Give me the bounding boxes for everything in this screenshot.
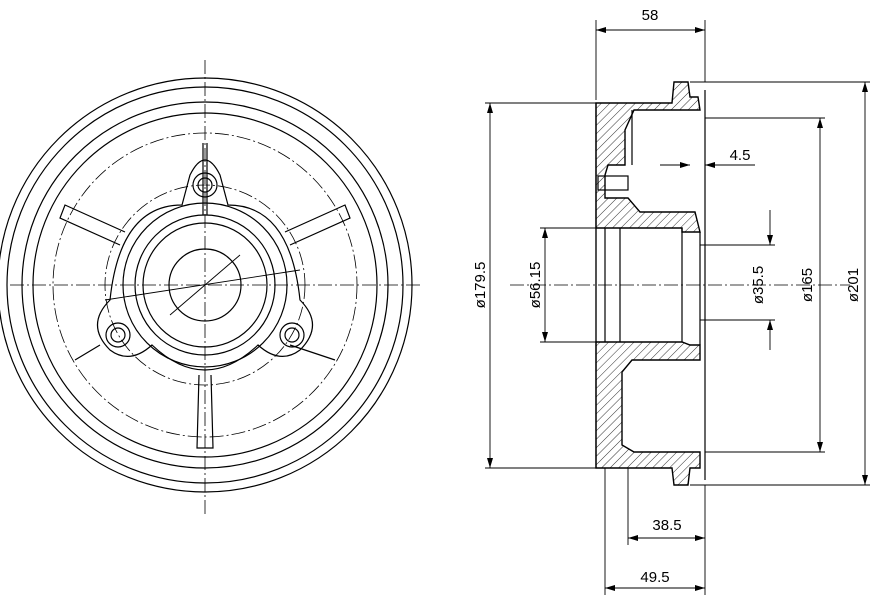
dim-depth-total: 49.5 [640,569,669,586]
dim-width-top: 58 [642,7,659,24]
rib-upper-right [284,204,351,246]
section-view [510,81,850,486]
bolt-hole-left-inner [110,327,126,343]
bolt-hole-left [105,322,131,348]
bolt-hole-right-inner [284,327,300,343]
center-bore [168,248,242,322]
dim-diameter-drum: ø179.5 [472,262,489,309]
bolt-circle [104,184,306,386]
drum-face-inner [32,112,378,458]
drum-face-outer [21,101,389,469]
dim-diameter-braking: ø165 [799,268,816,302]
rib-upper-left [59,204,126,246]
bolt-hole-top-inner [197,177,213,193]
hub-outer [122,202,288,368]
outer-rim-inner [6,86,404,484]
construction-line [104,269,301,301]
section-top [595,81,701,233]
section-bottom [595,341,701,486]
rib-lower [74,344,336,361]
dim-diameter-bore: ø56.15 [527,262,544,309]
bolt-hole-top [192,172,218,198]
front-view [0,60,422,515]
dim-diameter-overall: ø201 [845,268,862,302]
inner-dash-circle [52,132,358,438]
hub-inner [134,214,276,356]
bolt-hole-right [279,322,305,348]
groove-hole [597,175,629,191]
dim-diameter-hub: ø35.5 [750,266,767,304]
drum-inner-edges [631,90,706,480]
outer-rim [0,77,413,493]
flange-outline [96,159,314,371]
bore-outline [595,228,701,345]
dim-depth-inner: 38.5 [652,517,681,534]
dim-groove: 4.5 [730,147,751,164]
construction-line-2 [169,254,241,316]
hub-step [142,222,268,348]
rib-bottom [196,374,214,449]
dimensions: 58 4.5 ø179.5 ø56.15 ø35.5 [472,7,870,595]
ribs [59,143,351,449]
